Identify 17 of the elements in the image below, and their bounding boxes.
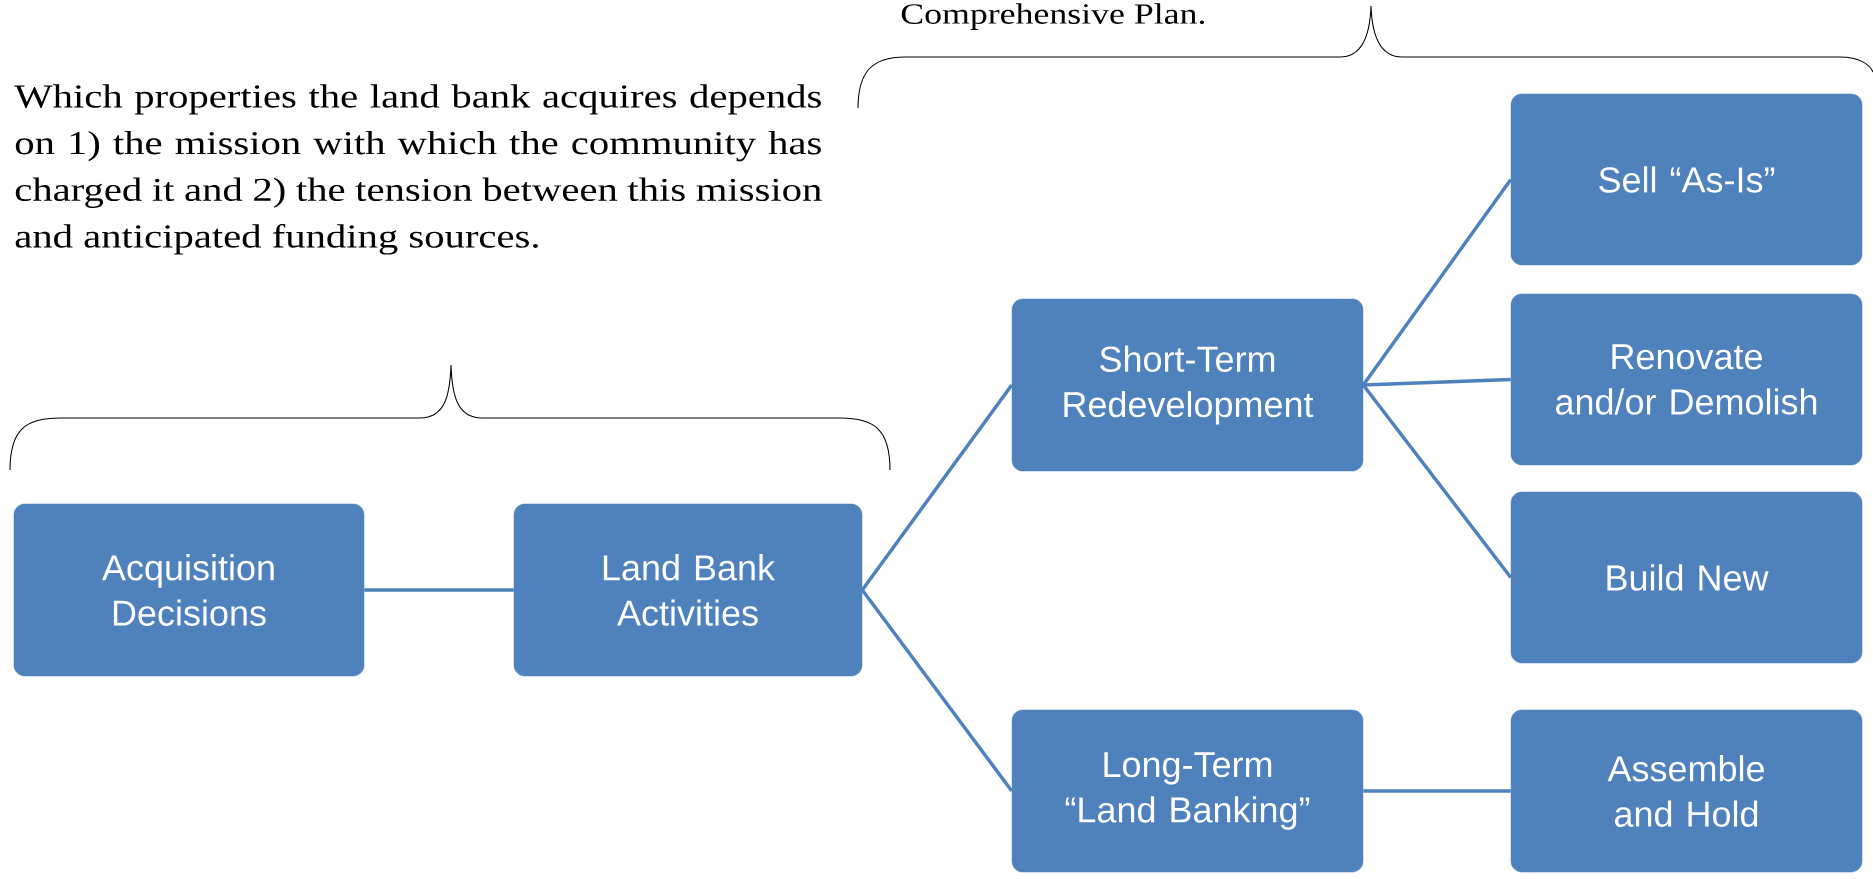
process-box: Build New	[1510, 491, 1863, 664]
caption-text: Comprehensive Plan.	[901, 3, 1205, 30]
process-box: Acquisition Decisions	[13, 503, 365, 677]
connector-line	[1363, 377, 1511, 387]
connector-line	[364, 588, 514, 592]
note-paragraph: Which properties the land bank acquires depends on 1) the mission with which the community has charged it and 2) the tension between this mission and anticipated funding sources.	[14, 84, 822, 255]
connector-line	[860, 588, 1014, 793]
connector-line	[1361, 383, 1513, 579]
process-box: Short-Term Redevelopment	[1011, 298, 1364, 472]
process-box: Renovate and/or Demolish	[1510, 293, 1863, 466]
connector-line	[1363, 789, 1511, 793]
connector-line	[1361, 178, 1513, 386]
connector-line	[860, 384, 1014, 592]
process-box: Long-Term “Land Banking”	[1011, 709, 1364, 873]
process-box: Sell “As-Is”	[1510, 93, 1863, 266]
process-box: Land Bank Activities	[513, 503, 863, 677]
process-box: Assemble and Hold	[1510, 709, 1863, 873]
